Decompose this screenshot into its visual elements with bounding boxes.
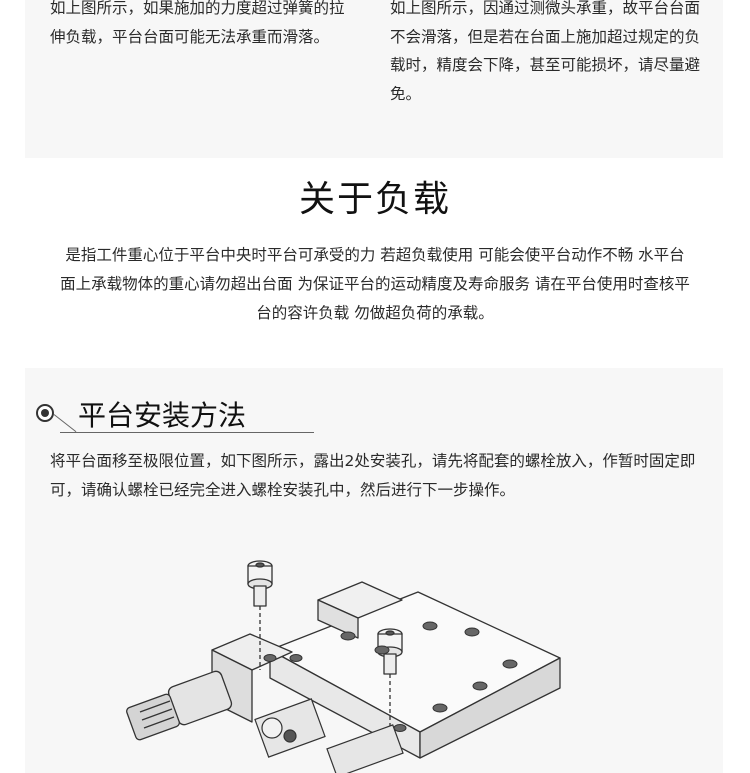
top-note-panel <box>25 0 723 158</box>
screw-hole <box>422 621 438 631</box>
circle-bullet-icon <box>36 404 54 422</box>
stage-plate-side <box>419 657 561 759</box>
right-note-text: 如上图所示，因通过测微头承重，故平台台面不会滑落，但是若在台面上施加超过规定的负… <box>390 0 701 103</box>
install-heading: 平台安装方法 <box>36 392 314 436</box>
install-instructions: 将平台面移至极限位置，如下图所示，露出2处安装孔，请先将配套的螺栓放入，作暂时固… <box>50 452 696 499</box>
lower-guide <box>254 698 326 758</box>
bolt-left <box>247 560 273 607</box>
screw-hole <box>289 654 303 662</box>
screw-hole <box>374 645 390 655</box>
heading-connector-line <box>53 414 77 433</box>
screw-hole <box>464 627 480 637</box>
screw-hole <box>432 703 448 713</box>
screw-hole <box>472 681 488 691</box>
heading-underline <box>60 432 314 433</box>
screw-hole <box>263 654 277 662</box>
lower-clamp <box>326 724 404 773</box>
left-note-text: 如上图所示，如果施加的力度超过弹簧的拉伸负载，平台台面可能无法承重而滑落。 <box>50 0 345 46</box>
screw-hole <box>502 659 518 669</box>
screw-hole <box>340 631 356 641</box>
stage-mounting-illustration <box>126 560 561 773</box>
install-heading-title: 平台安装方法 <box>78 399 247 432</box>
micrometer-thimble <box>126 693 180 741</box>
load-section-title: 关于负载 <box>298 179 451 220</box>
load-section-body: 是指工件重心位于平台中央时平台可承受的力 若超负载使用 可能会使平台动作不畅 水… <box>60 246 690 322</box>
screw-hole <box>393 724 407 732</box>
